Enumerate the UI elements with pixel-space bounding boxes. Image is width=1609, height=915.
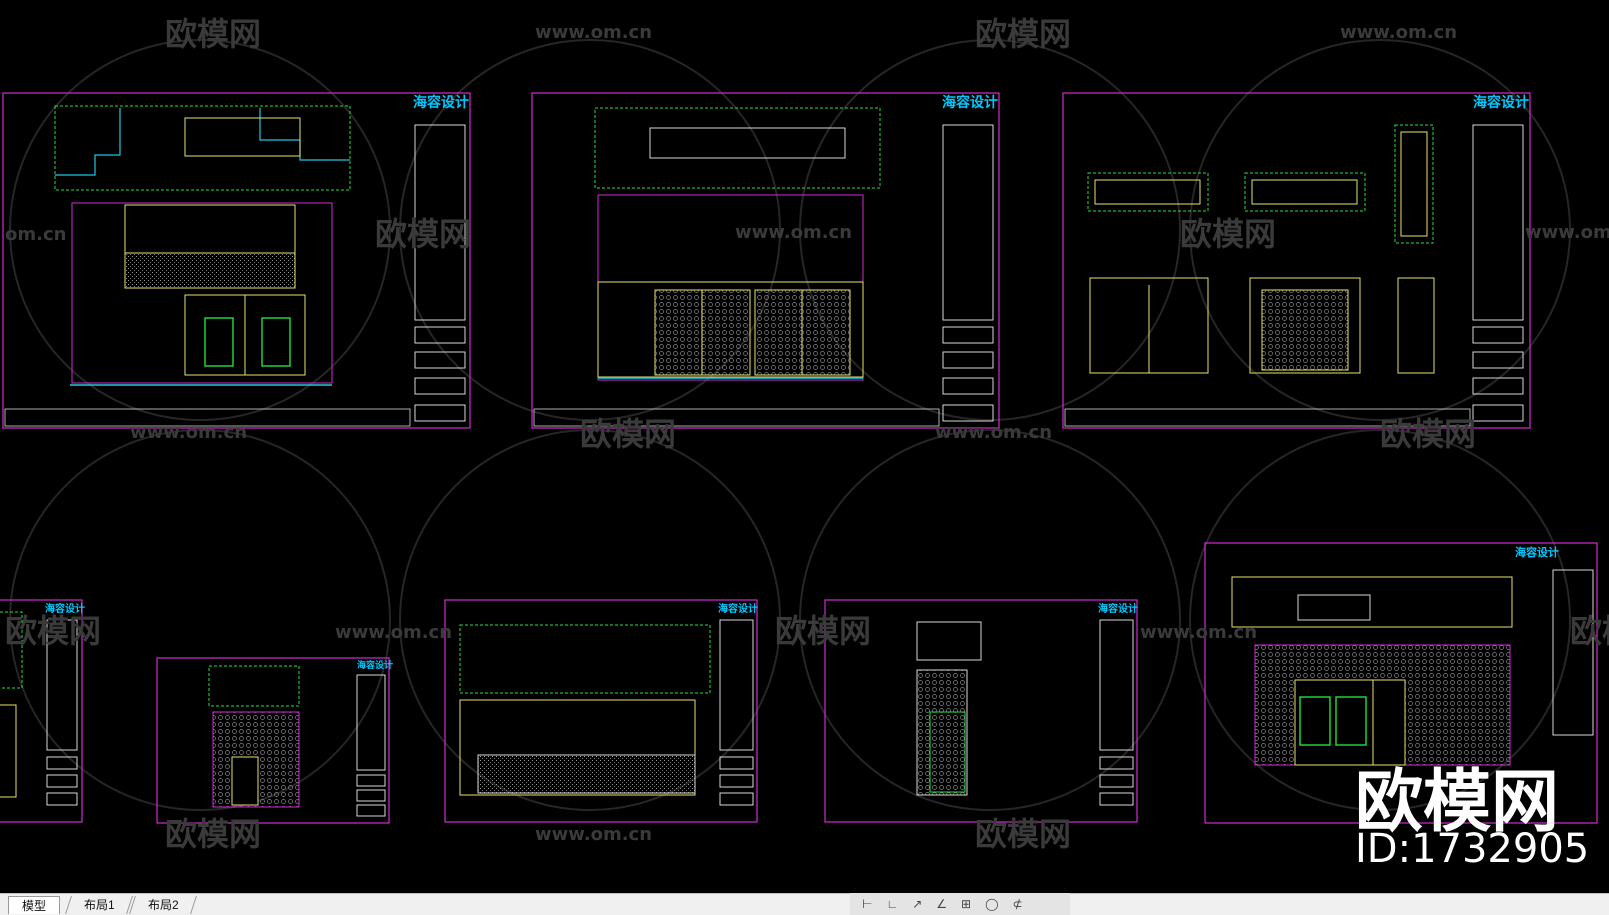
svg-text:www.om.cn: www.om.cn <box>335 622 452 643</box>
sheet-2-title: 海容设计 <box>942 94 998 111</box>
brand-watermark-overlay: 欧模网 <box>1355 763 1560 842</box>
angle-tool-icon[interactable]: ∠ <box>936 897 948 911</box>
svg-text:www.om.cn: www.om.cn <box>1340 22 1457 43</box>
svg-text:www.om.cn: www.om.cn <box>935 422 1052 443</box>
layout-tab-bar: 模型 布局1 布局2 <box>0 893 1609 915</box>
snap-tool-icon[interactable]: ⊢ <box>862 897 873 911</box>
watermark-circles <box>9 39 1571 811</box>
drawing-sheet-2[interactable]: 海容设计 <box>531 92 1000 429</box>
svg-text:欧模网: 欧模网 <box>5 612 101 650</box>
sheet-1-title: 海容设计 <box>413 94 469 111</box>
drawing-sheet-3[interactable]: 海容设计 <box>1062 92 1531 429</box>
svg-text:www.om.cn: www.om.cn <box>735 222 852 243</box>
tab-model[interactable]: 模型 <box>8 896 60 914</box>
status-bar-tools: ⊢ ∟ ↗ ∠ ⊞ ◯ ⊄ <box>850 893 1070 915</box>
drawing-sheet-6[interactable]: 海容设计 <box>444 599 758 823</box>
svg-text:欧模网: 欧模网 <box>775 612 871 650</box>
svg-text:www.om.cn: www.om.cn <box>130 422 247 443</box>
sheet-3-title: 海容设计 <box>1473 94 1529 111</box>
sheet-6-title: 海容设计 <box>718 602 758 615</box>
svg-text:om.cn: om.cn <box>5 224 66 245</box>
svg-text:欧模网: 欧模网 <box>165 815 261 853</box>
sheet-4-title: 海容设计 <box>45 602 85 615</box>
svg-text:欧模网: 欧模网 <box>1180 215 1276 253</box>
svg-text:欧模网: 欧模网 <box>165 15 261 53</box>
polar-tool-icon[interactable]: ↗ <box>912 897 923 911</box>
cad-model-space[interactable]: 海容设计 海容设计 <box>0 0 1609 893</box>
svg-text:www.om.cn: www.om.cn <box>535 22 652 43</box>
circle-tool-icon[interactable]: ◯ <box>985 897 999 911</box>
ortho-tool-icon[interactable]: ∟ <box>886 897 899 911</box>
object-snap-tool-icon[interactable]: ⊄ <box>1012 897 1023 911</box>
sheet-5-title: 海容设计 <box>357 659 393 671</box>
tab-layout-2[interactable]: 布局2 <box>129 896 197 914</box>
sheet-8-title: 海容设计 <box>1515 545 1559 559</box>
model-id-label: ID:1732905 <box>1355 826 1590 872</box>
svg-text:欧模网: 欧模网 <box>1570 612 1609 650</box>
grid-tool-icon[interactable]: ⊞ <box>961 897 972 911</box>
svg-text:欧模网: 欧模网 <box>580 415 676 453</box>
drawing-sheet-7[interactable]: 海容设计 <box>824 599 1138 823</box>
drawing-sheet-4[interactable]: 海容设计 <box>0 599 85 823</box>
tab-layout-1[interactable]: 布局1 <box>65 896 133 914</box>
svg-text:欧模网: 欧模网 <box>1380 415 1476 453</box>
svg-text:www.om.cn: www.om.cn <box>535 824 652 845</box>
svg-text:www.om.cn: www.om.cn <box>1140 622 1257 643</box>
drawing-sheet-1[interactable]: 海容设计 <box>2 92 471 429</box>
tab-layout-1-label: 布局1 <box>83 898 115 912</box>
svg-text:www.om.cn: www.om.cn <box>1525 222 1609 243</box>
svg-text:欧模网: 欧模网 <box>975 815 1071 853</box>
sheet-7-title: 海容设计 <box>1098 602 1138 615</box>
svg-text:欧模网: 欧模网 <box>975 15 1071 53</box>
watermark-texts: 欧模网 www.om.cn 欧模网 www.om.cn om.cn 欧模网 ww… <box>5 15 1609 853</box>
drawing-sheet-5[interactable]: 海容设计 <box>156 657 393 824</box>
drawing-sheet-8[interactable]: 海容设计 <box>1204 542 1598 824</box>
svg-text:欧模网: 欧模网 <box>375 215 471 253</box>
tab-layout-2-label: 布局2 <box>147 898 179 912</box>
